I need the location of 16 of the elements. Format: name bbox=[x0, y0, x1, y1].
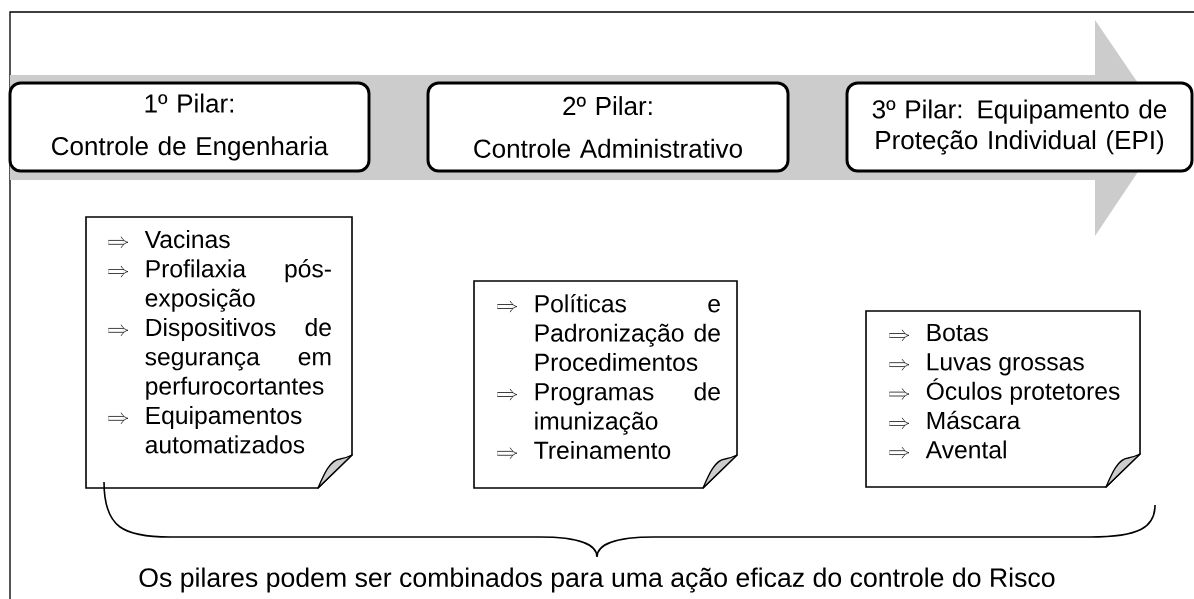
list-item: Luvas grossas bbox=[927, 353, 1084, 376]
pillar-box: 1º Pilar: Controle de Engenharia bbox=[8, 81, 371, 173]
pillar-box: 2º Pilar: Controle Administrativo bbox=[426, 81, 790, 173]
list-item: Profilaxia pós-exposição bbox=[145, 259, 331, 312]
caption-text: Os pilares podem ser combinados para uma ação eficaz do controle do Risco bbox=[139, 567, 1055, 593]
pillar-box: 3º Pilar: Equipamento de Proteção Individual (EPI) bbox=[845, 81, 1194, 173]
list-item: Avental bbox=[925, 440, 1006, 459]
list-item: Botas bbox=[927, 324, 988, 342]
list-item: Programas de imunização bbox=[535, 382, 720, 435]
list-item: Vacinas bbox=[144, 230, 230, 249]
list-item: Treinamento bbox=[534, 440, 671, 460]
list-item: Máscara bbox=[927, 410, 1021, 430]
list-item: Equipamentos automatizados bbox=[145, 406, 305, 454]
list-item: Dispositivos de segurança em perfurocortantes bbox=[145, 318, 331, 400]
list-item: Políticas e Padronização de Procedimentos bbox=[535, 294, 720, 372]
list-item: Óculos protetores bbox=[926, 378, 1120, 405]
